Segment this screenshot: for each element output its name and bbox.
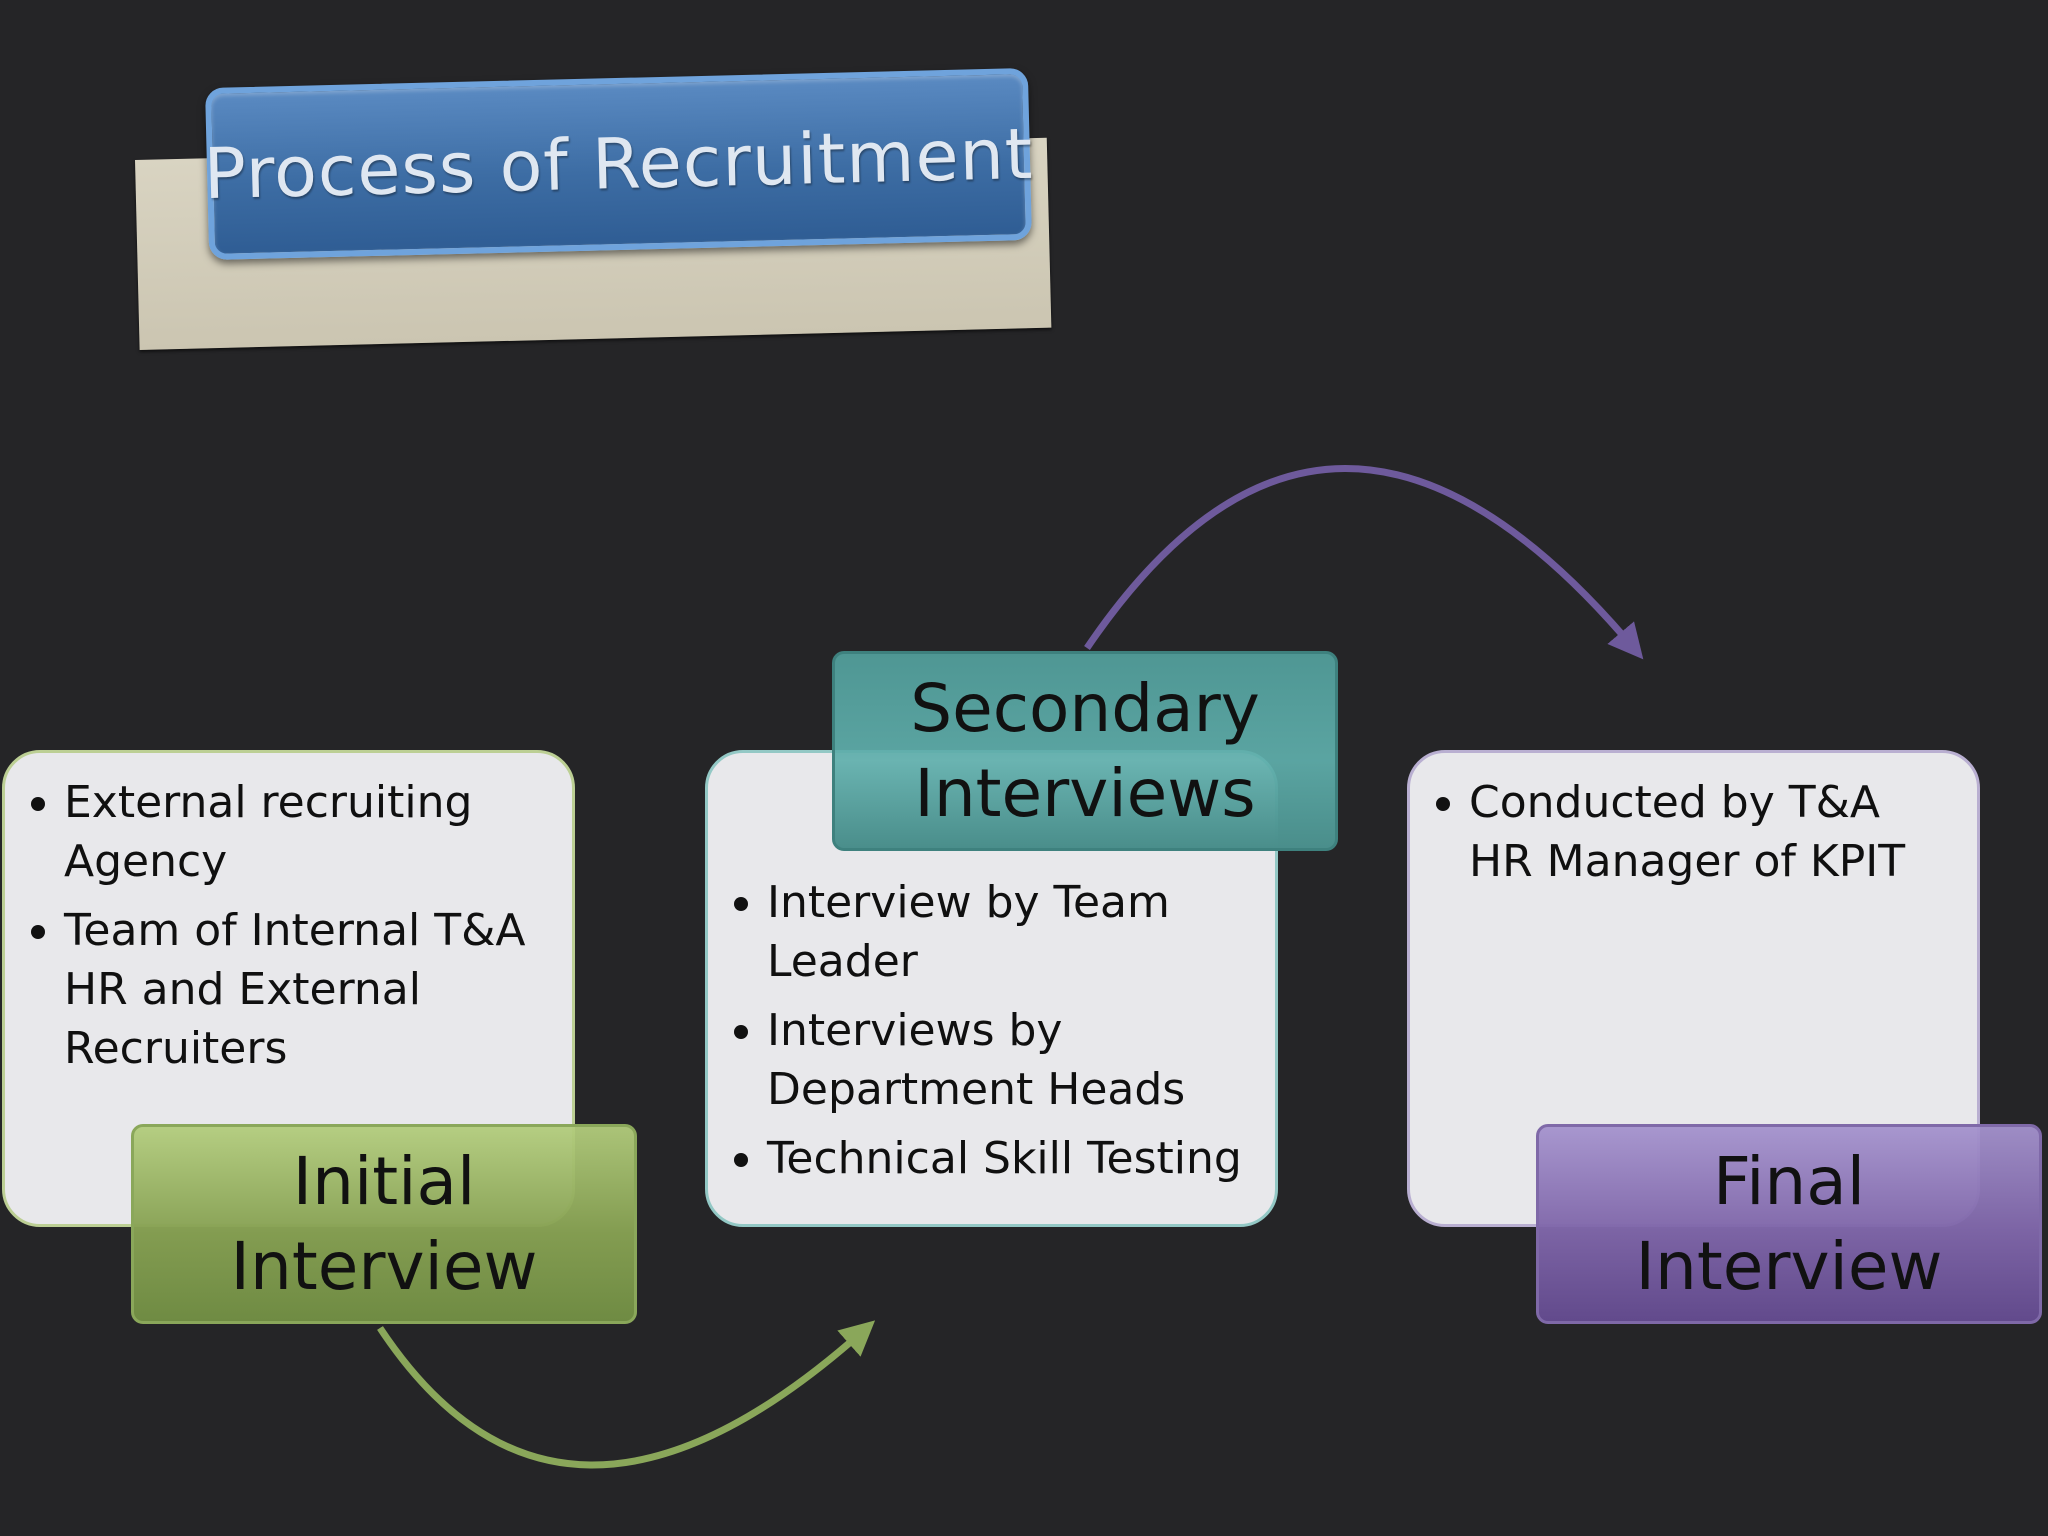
bullet-item: External recruiting Agency: [27, 773, 550, 891]
stage-label-line: Final: [1712, 1143, 1866, 1220]
arc-secondary-to-final: [1084, 465, 1644, 660]
stage-label-line: Interview: [1635, 1228, 1943, 1305]
stage-label-line: Interviews: [914, 755, 1256, 832]
secondary-interviews-label: Secondary Interviews: [832, 651, 1338, 851]
final-interview-label: Final Interview: [1536, 1124, 2042, 1324]
bullet-item: Conducted by T&A HR Manager of KPIT: [1432, 773, 1955, 891]
bullet-item: Technical Skill Testing: [730, 1129, 1253, 1188]
stage-label-line: Secondary: [910, 670, 1260, 747]
initial-interview-label: Initial Interview: [131, 1124, 637, 1324]
bullet-item: Interviews by Department Heads: [730, 1001, 1253, 1119]
stage-label-line: Interview: [230, 1228, 538, 1305]
stage-label-line: Initial: [292, 1143, 476, 1220]
final-stage-bullets: Conducted by T&A HR Manager of KPIT: [1432, 773, 1955, 901]
bullet-item: Interview by Team Leader: [730, 873, 1253, 991]
initial-stage-bullets: External recruiting Agency Team of Inter…: [27, 773, 550, 1088]
page-title: Process of Recruitment: [202, 112, 1035, 216]
title-banner: Process of Recruitment: [202, 67, 1035, 261]
bullet-item: Team of Internal T&A HR and External Rec…: [27, 901, 550, 1078]
secondary-stage-bullets: Interview by Team Leader Interviews by D…: [730, 873, 1253, 1198]
arc-initial-to-secondary: [377, 1320, 876, 1469]
initial-stage-box: External recruiting Agency Team of Inter…: [2, 750, 575, 1227]
